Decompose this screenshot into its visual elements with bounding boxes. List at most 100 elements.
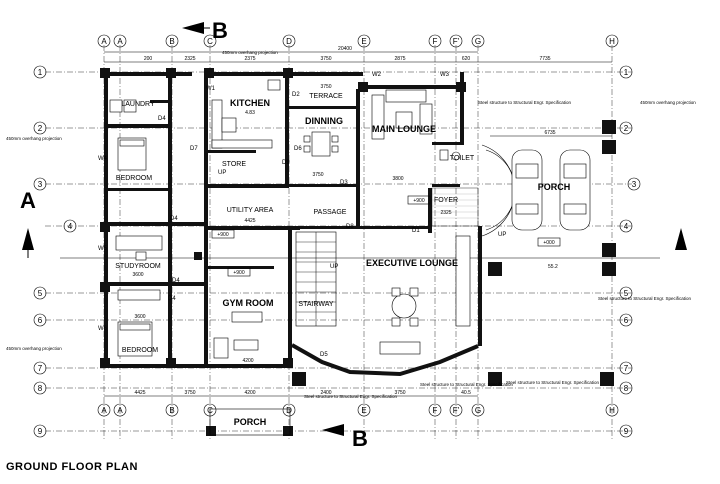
svg-text:3600: 3600 [132, 272, 143, 278]
section-marker-a: A [20, 188, 687, 258]
svg-text:UP: UP [498, 232, 506, 238]
svg-text:2: 2 [624, 124, 629, 133]
svg-text:4.83: 4.83 [245, 110, 255, 116]
door-tags: D2 D3 D4 D4 D4 D4 D1 D5 D6 D7 D8 D9 [158, 92, 420, 358]
svg-text:620: 620 [462, 56, 471, 62]
svg-text:Steel structure to Structural: Steel structure to Structural Engr. Spec… [598, 296, 692, 301]
svg-text:Steel structure to Structural: Steel structure to Structural Engr. Spec… [304, 394, 398, 399]
elevation-tags: +900 +900 +900 +000 [211, 195, 561, 277]
svg-text:3800: 3800 [392, 176, 403, 182]
svg-text:9: 9 [624, 427, 629, 436]
svg-text:1: 1 [624, 68, 629, 77]
svg-text:450mm overhang projection: 450mm overhang projection [640, 100, 696, 105]
svg-text:D8: D8 [346, 224, 354, 230]
svg-text:F': F' [453, 406, 460, 415]
svg-text:UP: UP [330, 264, 338, 270]
room-label-stair: STAIRWAY [298, 301, 333, 308]
grid-column-labels-top: A A B C D E F F' G H [97, 34, 619, 48]
svg-text:A: A [117, 37, 123, 46]
svg-text:Steel structure to Structural: Steel structure to Structural Engr. Spec… [506, 380, 600, 385]
svg-text:450mm overhang projection: 450mm overhang projection [222, 50, 278, 55]
svg-text:3600: 3600 [134, 314, 145, 320]
svg-text:450mm overhang projection: 450mm overhang projection [6, 346, 62, 351]
car-icon-2 [559, 149, 591, 231]
svg-text:D1: D1 [412, 228, 420, 234]
svg-text:+900: +900 [413, 198, 424, 204]
svg-text:+900: +900 [217, 232, 228, 238]
svg-text:D5: D5 [320, 352, 328, 358]
svg-text:2375: 2375 [244, 56, 255, 62]
svg-text:D4: D4 [170, 216, 178, 222]
furniture [109, 79, 471, 359]
svg-text:W4: W4 [98, 156, 108, 162]
grid-column-labels-bottom: A A B C D E F F' G H [97, 403, 619, 417]
svg-text:2325: 2325 [184, 56, 195, 62]
section-marker-b-bottom: B [322, 424, 368, 451]
svg-text:3750: 3750 [320, 56, 331, 62]
room-label-studyroom: STUDYROOM [115, 263, 161, 270]
svg-text:A: A [101, 406, 107, 415]
svg-text:C: C [207, 37, 213, 46]
svg-text:W3: W3 [440, 72, 450, 78]
svg-text:F: F [433, 406, 438, 415]
svg-text:Steel structure to Structural: Steel structure to Structural Engr. Spec… [478, 100, 572, 105]
svg-text:W2: W2 [372, 72, 382, 78]
drawing-title: GROUND FLOOR PLAN [6, 461, 138, 473]
svg-text:7735: 7735 [539, 56, 550, 62]
svg-text:5: 5 [624, 289, 629, 298]
room-label-main-lounge: MAIN LOUNGE [372, 124, 436, 134]
svg-text:1: 1 [38, 68, 43, 77]
svg-text:2: 2 [38, 124, 43, 133]
svg-text:D6: D6 [294, 146, 302, 152]
svg-text:6735: 6735 [544, 130, 555, 136]
svg-text:D4: D4 [172, 278, 180, 284]
svg-text:F: F [433, 37, 438, 46]
svg-text:3750: 3750 [312, 172, 323, 178]
svg-text:7: 7 [624, 364, 629, 373]
room-label-bedroom-top: BEDROOM [116, 175, 152, 182]
svg-text:F': F' [453, 37, 460, 46]
svg-text:6: 6 [624, 316, 629, 325]
svg-text:W1: W1 [206, 86, 216, 92]
porch-bottom-outline [209, 408, 291, 436]
svg-text:+000: +000 [543, 240, 554, 246]
notes: 450mm overhang projection 450mm overhang… [6, 50, 696, 399]
svg-text:4: 4 [68, 222, 73, 231]
up-markers: UP UP UP [218, 170, 506, 270]
svg-text:8: 8 [624, 384, 629, 393]
svg-text:D4: D4 [168, 296, 176, 302]
svg-text:D2: D2 [292, 92, 300, 98]
svg-text:6: 6 [38, 316, 43, 325]
room-label-utility: UTILITY AREA [227, 207, 274, 214]
room-label-gym: GYM ROOM [223, 298, 274, 308]
svg-text:G: G [475, 37, 481, 46]
svg-text:4: 4 [624, 222, 629, 231]
svg-text:450mm overhang projection: 450mm overhang projection [6, 136, 62, 141]
grid-row-labels-left: 1 2 3 4 5 6 7 8 9 [33, 65, 77, 438]
grid-row-labels-right: 1 2 3 4 5 6 7 8 9 [619, 65, 641, 438]
svg-text:D7: D7 [190, 146, 198, 152]
svg-text:W5: W5 [98, 246, 108, 252]
room-labels: LAUNDRY KITCHEN 4.83 TERRACE 3750 DINNIN… [115, 84, 570, 427]
svg-text:E: E [361, 37, 366, 46]
window-tags: W1 W2 W3 W4 W5 W6 [98, 72, 450, 332]
svg-text:D3: D3 [340, 180, 348, 186]
svg-text:3750: 3750 [320, 84, 331, 90]
svg-text:D9: D9 [282, 160, 290, 166]
svg-text:7: 7 [38, 364, 43, 373]
svg-text:D: D [286, 406, 292, 415]
svg-text:20400: 20400 [338, 46, 352, 52]
room-label-passage: PASSAGE [314, 209, 347, 216]
svg-text:3750: 3750 [184, 390, 195, 396]
car-icon-1 [511, 149, 543, 231]
room-label-dinning: DINNING [305, 116, 343, 126]
structural-columns [100, 68, 616, 436]
svg-text:A: A [117, 406, 123, 415]
svg-text:W6: W6 [98, 326, 108, 332]
room-label-kitchen: KITCHEN [230, 98, 270, 108]
svg-text:B: B [212, 18, 228, 43]
svg-text:+900: +900 [233, 270, 244, 276]
walls [104, 72, 482, 377]
room-label-porch-bottom: PORCH [234, 417, 267, 427]
